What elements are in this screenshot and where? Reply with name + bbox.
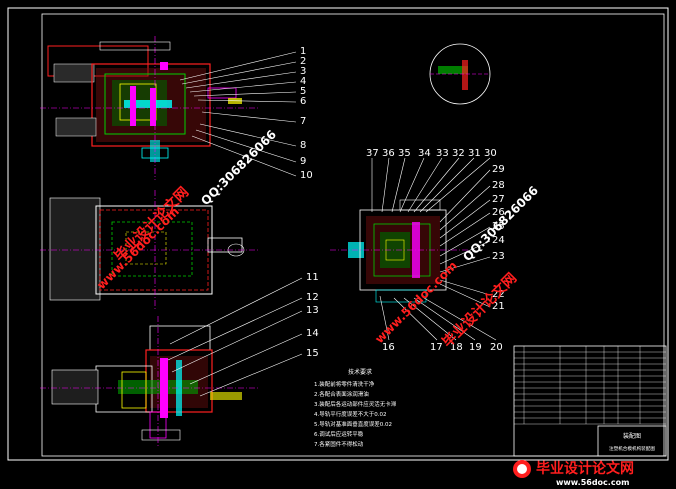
part-number-label: 4 [300, 76, 306, 87]
parts-list-table: 装配图 注塑机合模机构装配图 [513, 345, 667, 457]
part-number-label: 27 [492, 194, 505, 205]
part-number-label: 13 [306, 305, 319, 316]
front-section-assembly [40, 316, 260, 446]
part-number-label: 6 [300, 96, 306, 107]
part-number-label: 11 [306, 272, 319, 283]
part-number-label: 20 [490, 342, 503, 353]
inner-frame [41, 13, 665, 457]
part-number-label: 24 [492, 235, 505, 246]
part-number-label: 29 [492, 164, 505, 175]
part-number-label: 18 [450, 342, 463, 353]
part-number-labels-right-bottom: 16 17 18 19 20 [382, 342, 503, 353]
part-number-label: 25 [492, 221, 505, 232]
part-number-label: 28 [492, 180, 505, 191]
top-view-assembly [40, 36, 260, 180]
tech-requirement-item: 3.装配后各运动部件应灵活无卡滞 [314, 400, 397, 408]
part-number-label: 30 [484, 148, 497, 159]
right-section-assembly [330, 199, 470, 303]
watermarks: 毕业设计论文网 www.56doc.com QQ:306826066 毕业设计论… [94, 127, 541, 351]
part-number-label: 36 [382, 148, 395, 159]
part-number-label: 2 [300, 56, 306, 67]
part-number-label: 22 [492, 289, 505, 300]
side-view-assembly [40, 190, 260, 310]
watermark-site-1: www.56doc.com [94, 204, 182, 292]
part-number-label: 10 [300, 170, 313, 181]
watermark-brand-2: 毕业设计论文网 [439, 270, 520, 351]
part-number-label: 23 [492, 251, 505, 262]
part-number-label: 35 [398, 148, 411, 159]
part-number-label: 16 [382, 342, 395, 353]
technical-requirements: 技术要求 1.装配前将零件清洗干净 2.各配合表面涂润滑油 3.装配后各运动部件应灵… [314, 368, 397, 448]
part-number-label: 37 [366, 148, 379, 159]
footer-logo: 毕业设计论文网 www.56doc.com [513, 460, 634, 487]
title-block-title: 装配图 [623, 432, 641, 440]
tech-requirement-item: 2.各配合表面涂润滑油 [314, 390, 369, 398]
part-number-label: 17 [430, 342, 443, 353]
part-number-label: 5 [300, 86, 306, 97]
outer-frame [7, 7, 669, 461]
part-number-label: 14 [306, 328, 319, 339]
tech-requirement-item: 5.导轨对基准面垂直度误差0.02 [314, 420, 392, 428]
part-number-label: 19 [469, 342, 482, 353]
title-block-drawing-name: 注塑机合模机构装配图 [609, 445, 655, 452]
tech-requirement-item: 1.装配前将零件清洗干净 [314, 380, 375, 388]
part-number-label: 1 [300, 46, 306, 57]
detail-view-circle [429, 43, 491, 105]
tech-requirement-item: 7.各紧固件不得松动 [314, 440, 364, 448]
tech-requirement-item: 6.调试后应运转平稳 [314, 430, 364, 438]
leader-lines [167, 51, 497, 397]
part-number-label: 7 [300, 116, 306, 127]
footer-brand-text: 毕业设计论文网 [536, 460, 634, 477]
part-number-label: 26 [492, 207, 505, 218]
part-number-label: 12 [306, 292, 319, 303]
tech-requirements-title: 技术要求 [348, 368, 372, 376]
part-number-label: 34 [418, 148, 431, 159]
part-number-label: 21 [492, 301, 505, 312]
part-number-label: 32 [452, 148, 465, 159]
part-number-label: 31 [468, 148, 481, 159]
part-number-label: 9 [300, 156, 306, 167]
part-number-label: 3 [300, 66, 306, 77]
part-number-label: 15 [306, 348, 319, 359]
part-number-label: 8 [300, 140, 306, 151]
part-number-label: 33 [436, 148, 449, 159]
tech-requirement-item: 4.导轨平行度误差不大于0.02 [314, 410, 387, 418]
footer-site-text: www.56doc.com [556, 478, 629, 487]
part-number-labels-lower: 11 12 13 14 15 [306, 272, 319, 359]
